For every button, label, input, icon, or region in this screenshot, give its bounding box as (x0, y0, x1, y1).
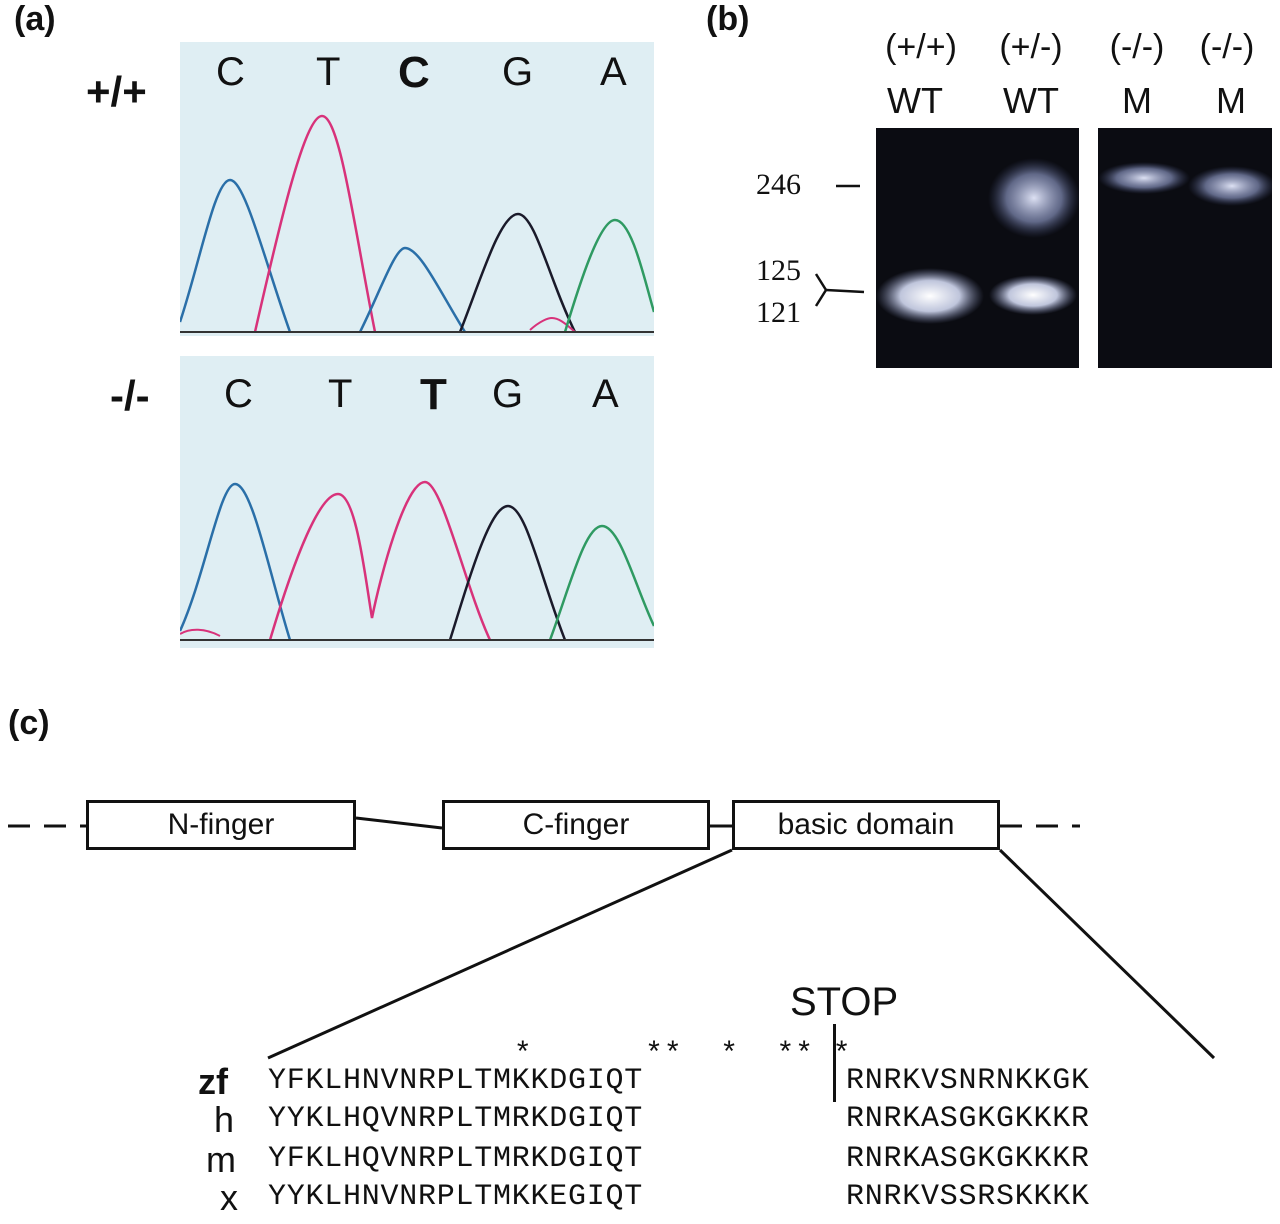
panel-a-label: (a) (14, 0, 56, 38)
species-label-mouse: m (206, 1139, 236, 1180)
chromatogram-mutant-traces (180, 480, 654, 641)
c-finger-domain: C-finger (442, 800, 710, 850)
species-label-zebrafish: zf (198, 1061, 228, 1102)
genotype-wildtype-label: +/+ (86, 68, 147, 115)
panel-c-label: (c) (8, 704, 50, 742)
size-marker-246: 246 (756, 168, 801, 201)
lane-3-genotype: (-/-) (1109, 28, 1165, 66)
basic-domain: basic domain (732, 800, 1000, 850)
size-marker-121: 121 (756, 296, 801, 329)
lane-4-genotype: (-/-) (1199, 28, 1255, 66)
conservation-stars: * ** * ** * (270, 1038, 852, 1072)
lane-2-allele: WT (1003, 80, 1059, 121)
lane-1-allele: WT (887, 80, 943, 121)
stop-codon-marker (833, 1024, 836, 1102)
lane-3-allele: M (1122, 80, 1152, 121)
sequence-human-right: RNRKASGKGKKKR (846, 1102, 1090, 1136)
lane-2-genotype: (+/-) (999, 28, 1063, 66)
base-call: T (328, 372, 353, 416)
stop-codon-label: STOP (790, 980, 899, 1024)
species-label-xenopus: x (220, 1177, 238, 1218)
chromatogram-wildtype-traces (180, 114, 654, 333)
base-call: G (502, 50, 534, 94)
sequence-mouse-right: RNRKASGKGKKKR (846, 1142, 1090, 1176)
sequence-human-left: YYKLHQVNRPLTMRKDGIQT (268, 1102, 644, 1136)
chromatogram-mutant: C T T G A (180, 356, 654, 648)
sequence-mouse-left: YFKLHQVNRPLTMRKDGIQT (268, 1142, 644, 1176)
sequence-zebrafish-left: YFKLHNVNRPLTMKKDGIQT (268, 1064, 644, 1098)
genotype-mutant-label: -/- (110, 372, 150, 419)
chromatogram-wildtype: C T C G A (180, 42, 654, 336)
size-marker-125: 125 (756, 254, 801, 287)
base-call: C (224, 372, 253, 416)
base-call-mutation-site: C (398, 48, 430, 97)
sequence-zebrafish-right: RNRKVSNRNKKGK (846, 1064, 1090, 1098)
domain-connectors (8, 816, 1216, 1060)
base-call: C (216, 50, 245, 94)
panel-b-label: (b) (706, 0, 750, 38)
species-label-human: h (214, 1099, 235, 1140)
base-call: A (600, 50, 627, 94)
sequence-xenopus-right: RNRKVSSRSKKKK (846, 1180, 1090, 1214)
base-call: T (316, 50, 341, 94)
lane-4-allele: M (1216, 80, 1246, 121)
gel-bands (876, 128, 1272, 368)
base-call: A (592, 372, 619, 416)
base-call: G (492, 372, 524, 416)
lane-1-genotype: (+/+) (885, 28, 957, 66)
size-marker-ticks (814, 184, 865, 307)
sequence-xenopus-left: YYKLHNVNRPLTMKKEGIQT (268, 1180, 644, 1214)
base-call-mutation-site: T (420, 370, 447, 419)
n-finger-domain: N-finger (86, 800, 356, 850)
